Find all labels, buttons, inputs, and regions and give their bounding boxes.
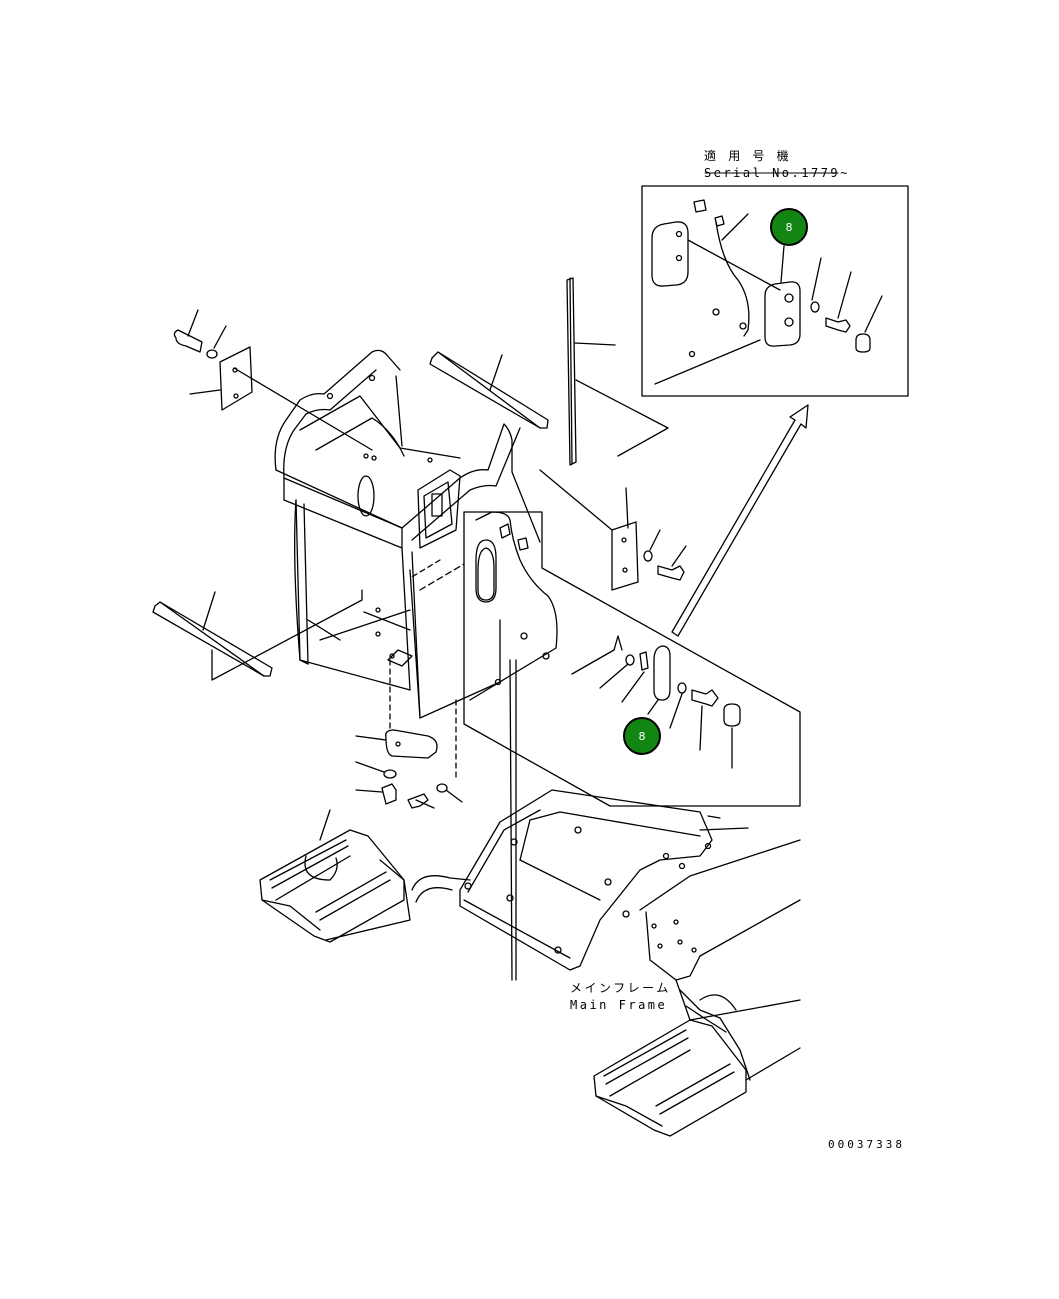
step-right [594, 990, 800, 1136]
bottom-cover-group [356, 730, 462, 808]
applicable-serial-en-label: Serial No.1779~ [704, 166, 850, 180]
seal-strip-left [153, 590, 362, 680]
cab-frame [275, 350, 540, 780]
panel-detail [420, 512, 800, 980]
applicable-serial-jp-label: 適 用 号 機 [704, 149, 792, 163]
callout-bottom[interactable]: 8 [623, 717, 661, 755]
right-plate-group [540, 470, 686, 590]
left-plate-group [174, 310, 372, 450]
step-left [260, 810, 470, 942]
seal-strip-vertical [567, 278, 668, 465]
drawing-number-label: 00037338 [828, 1138, 905, 1151]
detail-inset [642, 173, 908, 396]
main-frame-en-label: Main Frame [570, 998, 668, 1012]
seal-strip-top [430, 352, 548, 428]
callout-top[interactable]: 8 [770, 208, 808, 246]
detail-arrow [672, 405, 808, 636]
main-frame-jp-label: メインフレーム [570, 981, 671, 995]
